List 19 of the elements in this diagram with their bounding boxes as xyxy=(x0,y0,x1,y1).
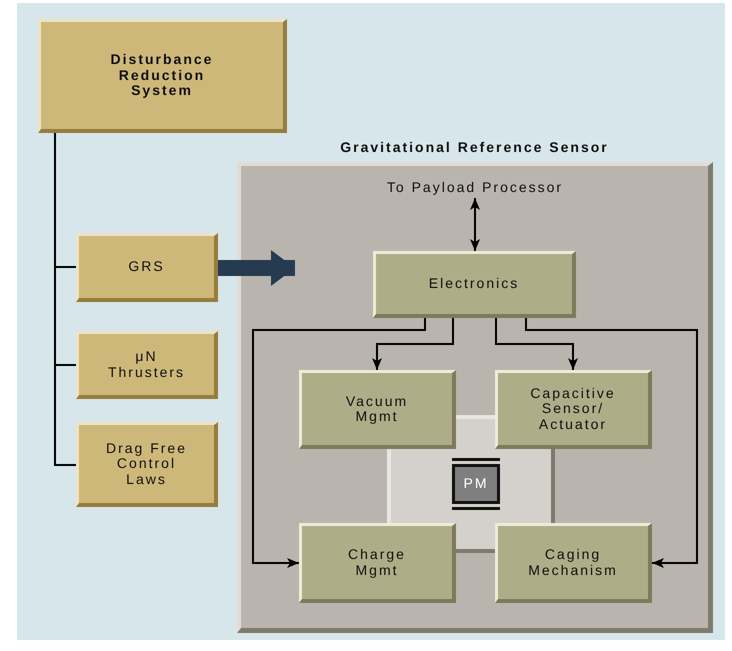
subsystem-box: Caging Mechanism xyxy=(495,523,652,603)
proof-mass-box: PM xyxy=(452,464,500,504)
arrow xyxy=(372,318,454,370)
component-box: μN Thrusters xyxy=(76,331,218,399)
endpoint-label: To Payload Processor xyxy=(300,178,650,198)
arrow xyxy=(470,198,480,251)
arrow xyxy=(252,318,426,568)
arrow xyxy=(495,318,578,370)
subsystem-box: Capacitive Sensor/ Actuator xyxy=(495,370,652,449)
subsystem-box: Charge Mgmt xyxy=(299,523,456,603)
panel-heading: Gravitational Reference Sensor xyxy=(339,140,610,156)
subsystem-box: Vacuum Mgmt xyxy=(299,370,456,449)
electronics-box: Electronics xyxy=(373,251,576,318)
component-box: GRS xyxy=(76,233,218,302)
component-box: Drag Free Control Laws xyxy=(76,422,218,507)
connector-line xyxy=(54,133,76,466)
block-arrow xyxy=(218,250,295,286)
system-box: Disturbance Reduction System xyxy=(38,19,287,133)
arrow xyxy=(525,318,698,568)
